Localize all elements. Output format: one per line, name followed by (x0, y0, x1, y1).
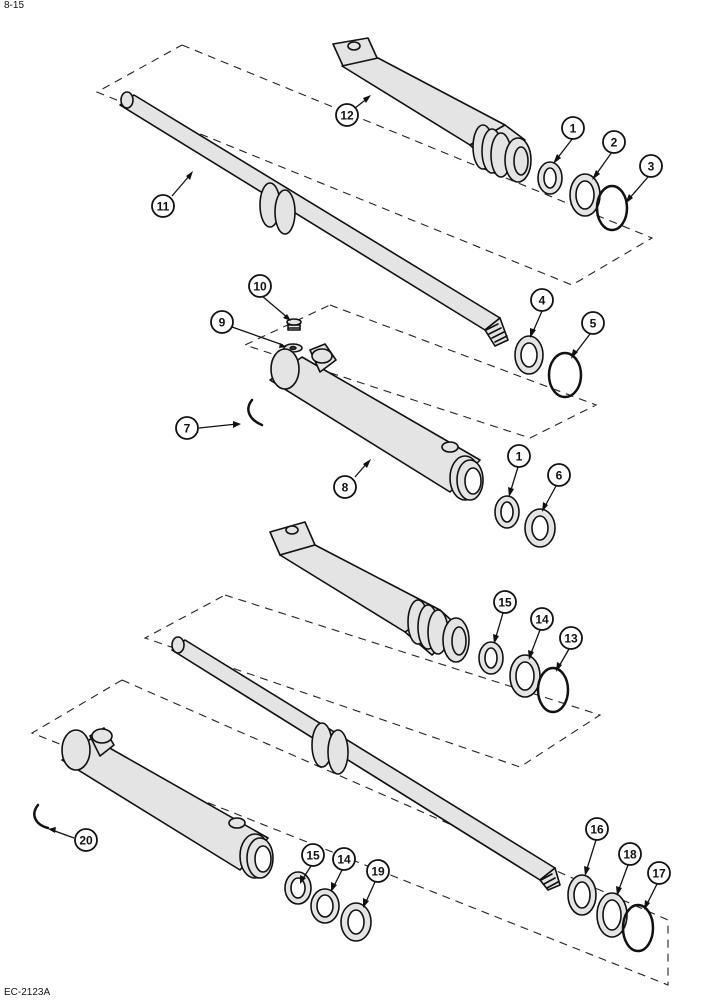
leader-arrowheads (48, 95, 650, 910)
svg-text:1: 1 (516, 450, 523, 464)
callout-11: 11 (151, 194, 175, 218)
seal-ring-4 (514, 335, 544, 375)
bearing-ring-14-lower (310, 888, 340, 924)
o-ring-17 (621, 903, 655, 953)
callout-17: 17 (647, 861, 671, 885)
svg-text:5: 5 (590, 317, 597, 331)
svg-text:17: 17 (652, 867, 666, 881)
page-reference: 8-15 (4, 0, 24, 11)
cylinder-barrel-8 (269, 343, 484, 501)
callout-18: 18 (618, 842, 642, 866)
callout-2: 2 (602, 130, 626, 154)
svg-text:12: 12 (340, 109, 354, 123)
seal-ring-1-upper (537, 161, 563, 195)
callout-3: 3 (639, 154, 663, 178)
callout-14-lower: 14 (332, 847, 356, 871)
callout-15-upper: 15 (493, 590, 517, 614)
svg-text:20: 20 (79, 834, 93, 848)
callout-4: 4 (530, 288, 554, 312)
svg-text:10: 10 (253, 280, 267, 294)
svg-text:3: 3 (648, 160, 655, 174)
svg-text:9: 9 (219, 316, 226, 330)
callout-16: 16 (585, 817, 609, 841)
figure-code: EC-2123A (4, 987, 50, 998)
callout-7: 7 (175, 416, 199, 440)
svg-text:16: 16 (590, 823, 604, 837)
seal-ring-15-upper (478, 641, 504, 675)
clevis-piston-lower (269, 521, 470, 663)
svg-text:18: 18 (623, 848, 637, 862)
callout-10: 10 (248, 274, 272, 298)
callout-9: 9 (210, 310, 234, 334)
callout-1-middle: 1 (507, 444, 531, 468)
callout-15-lower: 15 (301, 843, 325, 867)
seal-ring-16 (567, 874, 597, 916)
snap-ring-7 (247, 398, 264, 427)
svg-text:19: 19 (371, 865, 385, 879)
svg-text:14: 14 (535, 613, 549, 627)
callout-20: 20 (74, 828, 98, 852)
piston-rod-11 (119, 91, 509, 347)
svg-text:6: 6 (556, 469, 563, 483)
o-ring-3 (595, 184, 629, 232)
seal-ring-15-lower (284, 871, 312, 905)
o-ring-5 (547, 351, 583, 399)
lower-rod-guide-box (143, 594, 602, 768)
svg-text:7: 7 (184, 422, 191, 436)
o-ring-13 (536, 666, 570, 714)
cylinder-barrel-lower (61, 727, 274, 879)
upper-barrel-guide-box (243, 304, 598, 439)
callout-12: 12 (335, 103, 359, 127)
wiper-ring-19 (340, 902, 372, 942)
wiper-ring-6 (524, 508, 556, 548)
svg-text:4: 4 (539, 294, 546, 308)
svg-text:15: 15 (306, 849, 320, 863)
clevis-piston-12 (332, 37, 532, 183)
bearing-ring-14-upper (509, 654, 541, 698)
svg-text:14: 14 (337, 853, 351, 867)
callout-6: 6 (547, 463, 571, 487)
svg-text:2: 2 (611, 136, 618, 150)
svg-text:13: 13 (564, 632, 578, 646)
callout-1: 1 (561, 116, 585, 140)
callout-19: 19 (366, 859, 390, 883)
svg-text:15: 15 (498, 596, 512, 610)
svg-text:1: 1 (570, 122, 577, 136)
seal-ring-1-lower (494, 495, 520, 529)
bearing-ring-18 (596, 892, 628, 938)
svg-text:8: 8 (342, 481, 349, 495)
screw-10 (286, 318, 302, 331)
callout-14-upper: 14 (530, 607, 554, 631)
snap-ring-20 (33, 803, 50, 830)
callout-13: 13 (559, 626, 583, 650)
callout-5: 5 (581, 311, 605, 335)
callout-8: 8 (333, 475, 357, 499)
bearing-ring-2 (569, 173, 601, 217)
svg-text:11: 11 (157, 200, 170, 214)
piston-rod-lower (171, 636, 561, 891)
